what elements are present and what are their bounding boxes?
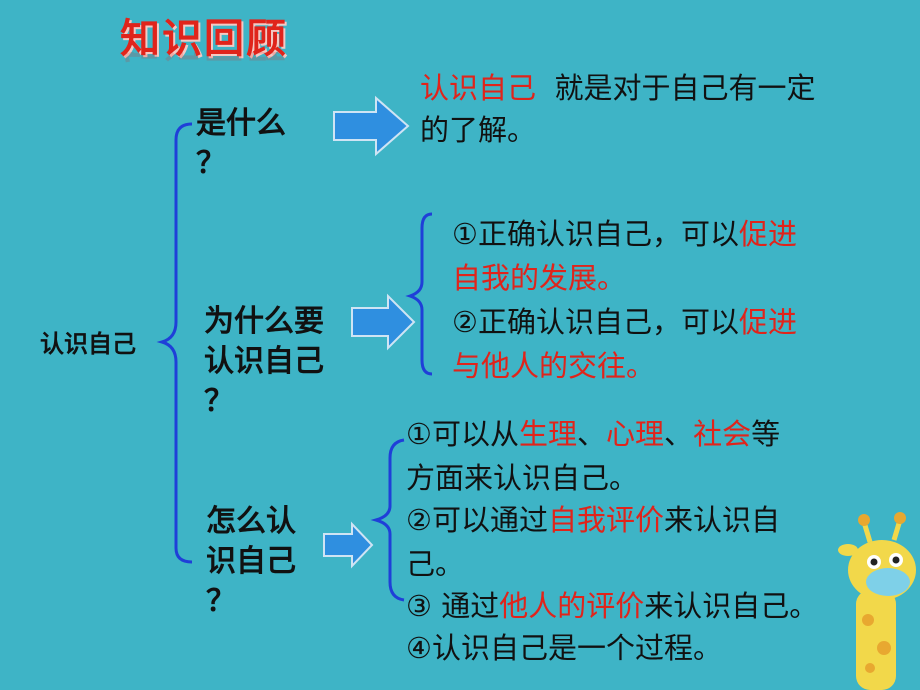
how-item-4: ④认识自己是一个过程。 — [406, 631, 722, 665]
giraffe-icon — [838, 512, 916, 690]
how-bracket — [370, 438, 405, 602]
why-item-1-line-1: ①正确认识自己，可以促进 — [452, 217, 798, 251]
how-item-2-line-2: 己。 — [406, 547, 465, 581]
how-item-3: ③ 通过他人的评价来认识自己。 — [406, 589, 819, 623]
root-label: 认识自己 — [40, 330, 136, 358]
question-why: 为什么要 认识自己 ？ — [204, 304, 324, 419]
why-item-1-line-2: 自我的发展。 — [452, 261, 627, 295]
why-bracket — [405, 212, 433, 376]
how-item-1-line-2: 方面来认识自己。 — [406, 461, 639, 495]
why-item-2-line-1: ②正确认识自己，可以促进 — [452, 305, 798, 339]
question-how: 怎么认 识自己 ？ — [206, 504, 296, 619]
arrow-what — [333, 95, 410, 157]
what-term: 认识自己 — [420, 71, 537, 105]
arrow-why — [351, 293, 416, 351]
what-line-2: 的了解。 — [420, 113, 537, 147]
main-bracket — [156, 122, 193, 564]
page-title: 知识回顾 — [120, 16, 288, 62]
how-item-2-line-1: ②可以通过自我评价来认识自 — [406, 503, 781, 537]
what-line-1: 认识自己 就是对于自己有一定 — [420, 71, 816, 105]
how-item-1-line-1: ①可以从生理、心理、社会等 — [406, 417, 781, 451]
arrow-how — [323, 521, 374, 569]
why-item-2-line-2: 与他人的交往。 — [452, 349, 656, 383]
question-what: 是什么 ？ — [196, 106, 286, 181]
